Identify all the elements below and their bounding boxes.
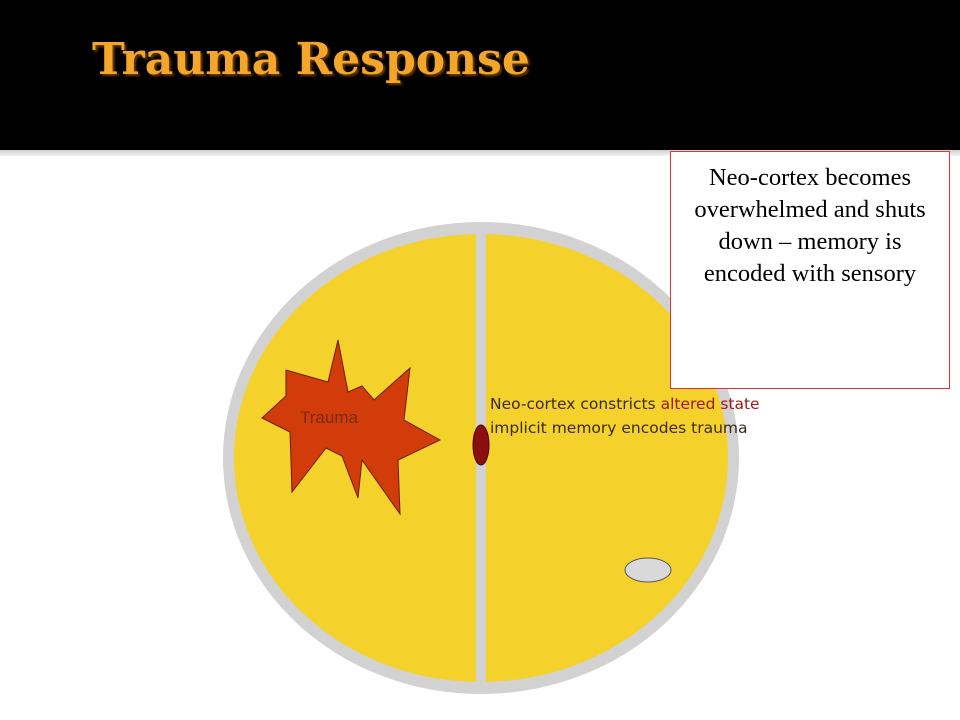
amygdala-marker [472,424,490,466]
callout-text: Neo-cortex becomes overwhelmed and shuts… [694,164,926,287]
title-bar [0,0,960,150]
annotation-altered-state: altered state [660,395,760,413]
trauma-starburst-shape [261,339,442,516]
annotation-part-1: Neo-cortex constricts [490,395,661,413]
neo-cortex-annotation: Neo-cortex constricts altered state impl… [490,392,810,440]
annotation-part-3: implicit memory encodes trauma [490,419,748,437]
callout-box: Neo-cortex becomes overwhelmed and shuts… [670,151,950,389]
trauma-label: Trauma [300,408,358,427]
hippocampus-oval [624,557,672,583]
title-divider [0,150,960,156]
slide-title: Trauma Response [92,34,530,85]
